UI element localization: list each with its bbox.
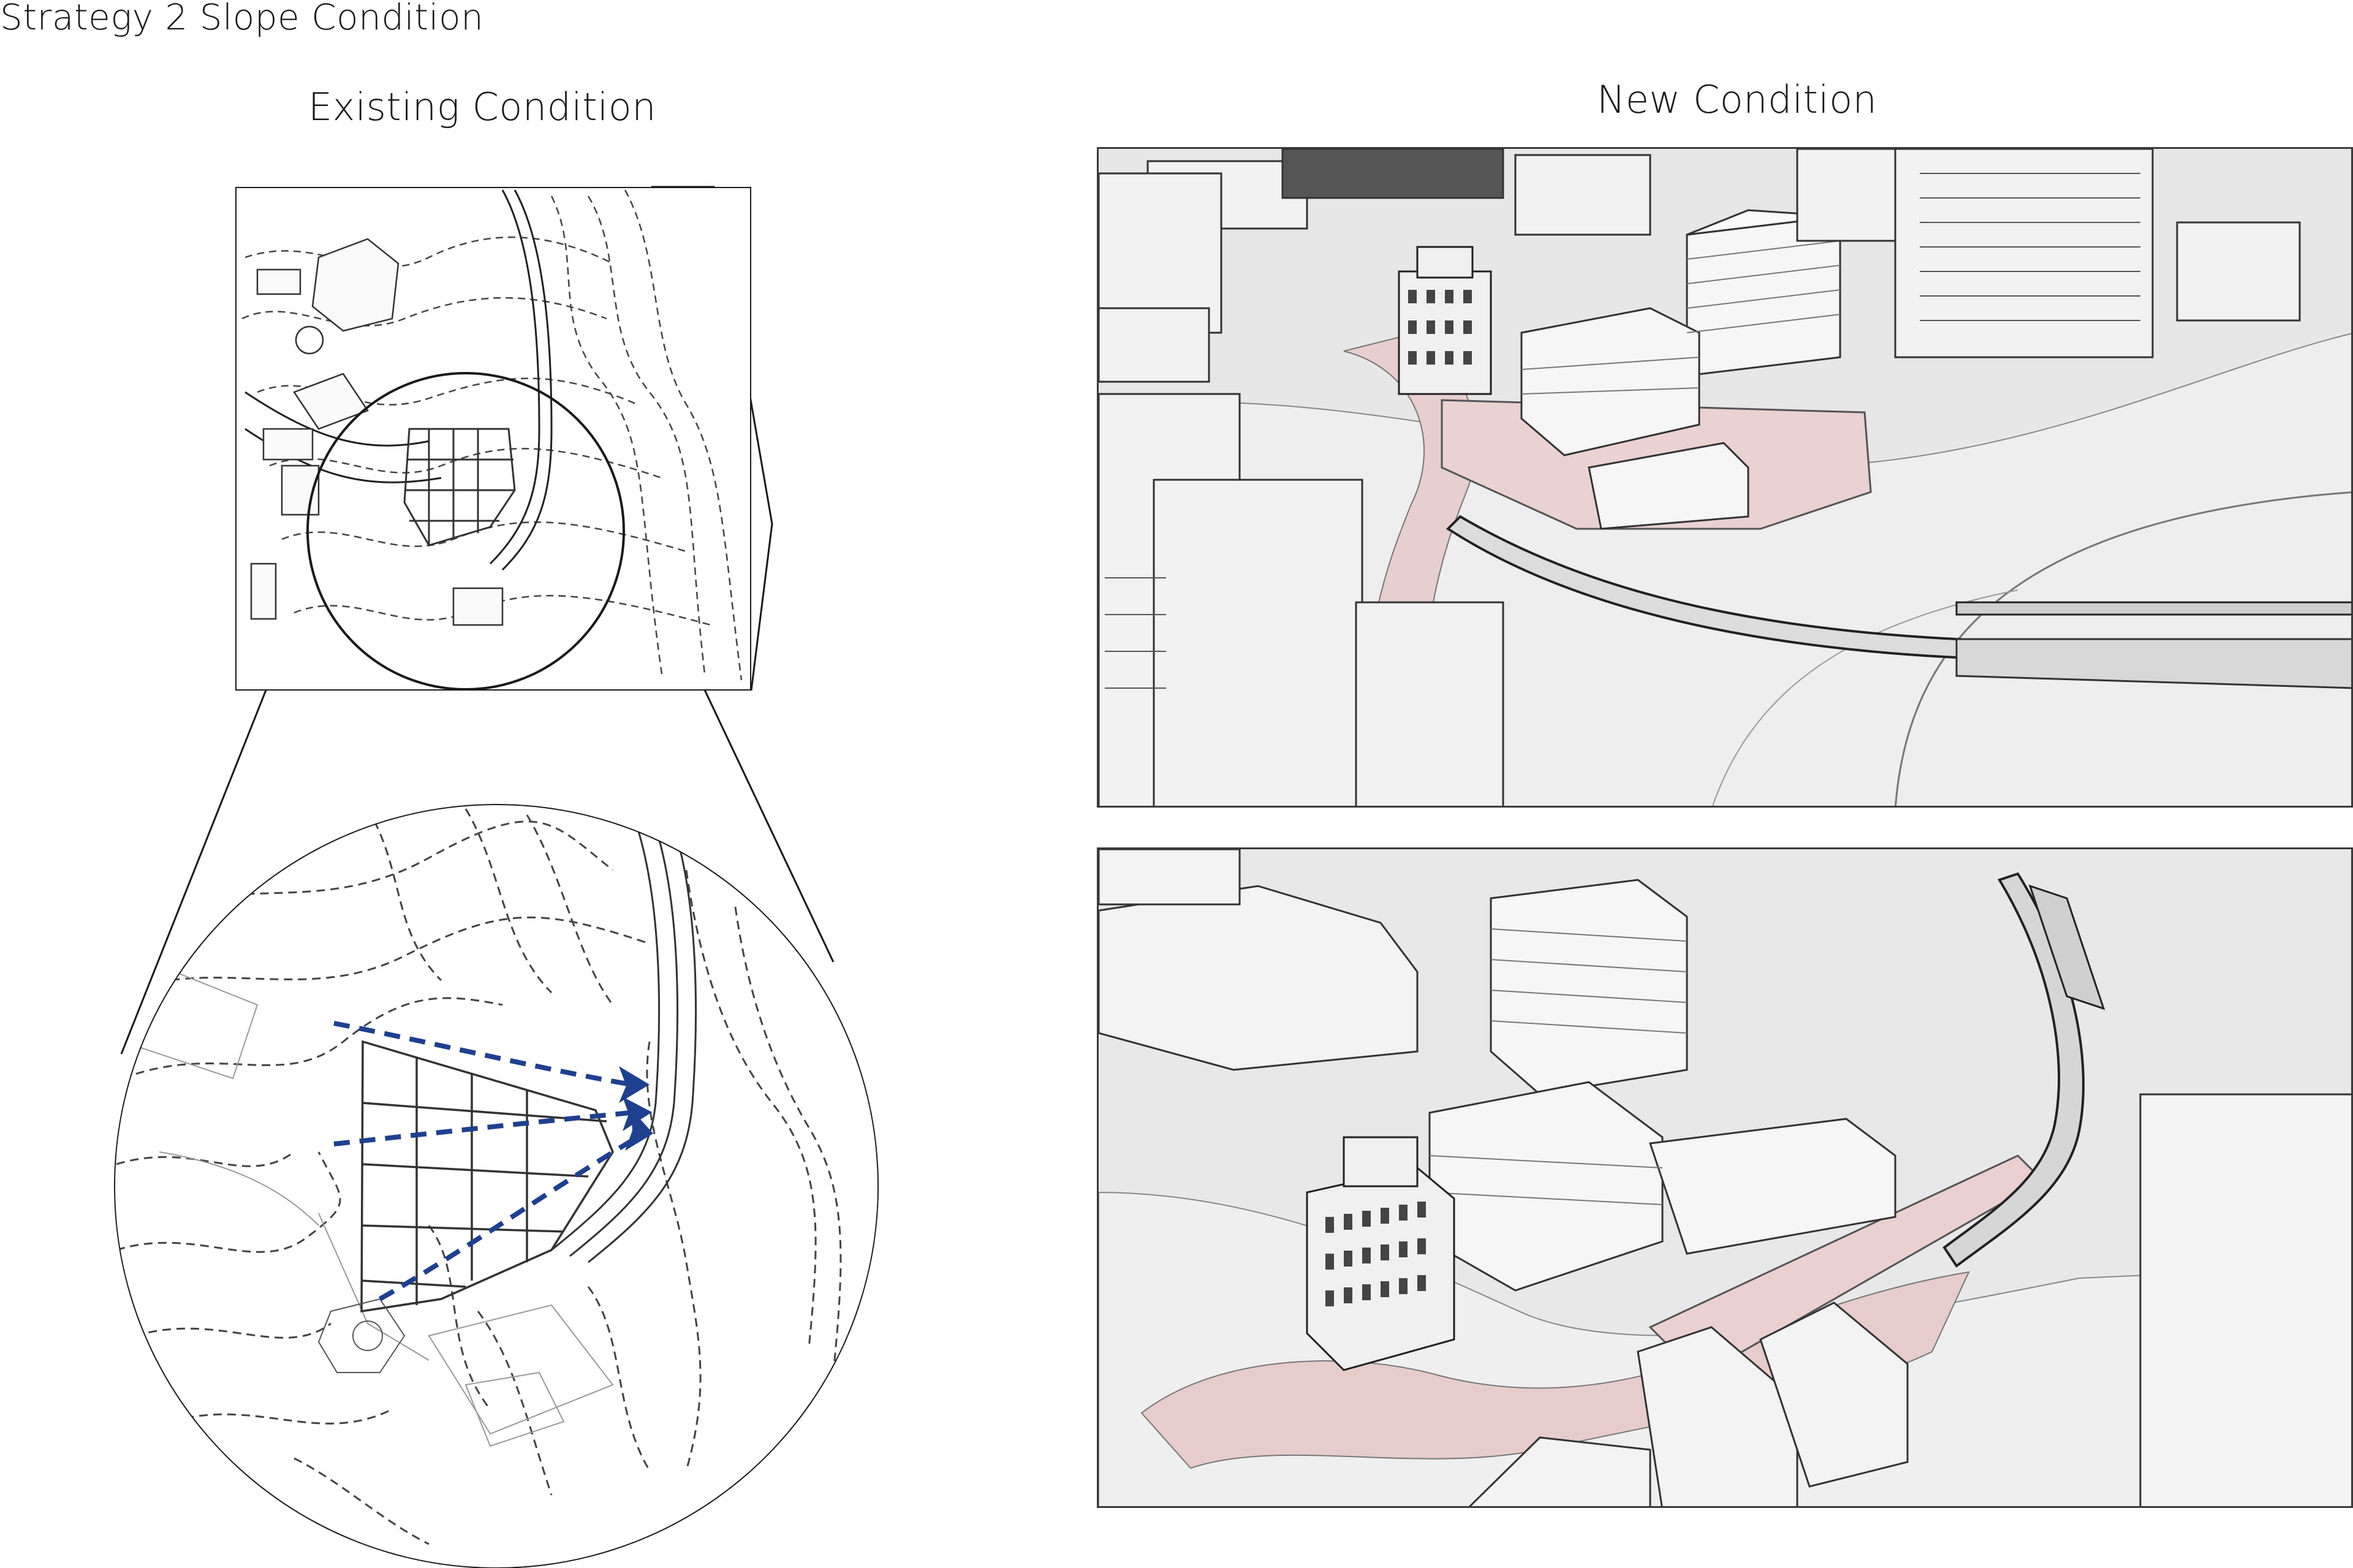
page-title: Strategy 2 Slope Condition xyxy=(0,0,484,38)
site-plan-map xyxy=(235,187,751,691)
existing-condition-title: Existing Condition xyxy=(308,85,656,129)
new-condition-render-top xyxy=(1097,147,2353,808)
flow-arrowheads xyxy=(619,1066,653,1151)
new-condition-title: New Condition xyxy=(1597,77,1877,122)
zoom-detail-circle xyxy=(114,804,879,1568)
new-condition-render-bottom xyxy=(1097,847,2353,1508)
flow-arrow-icon xyxy=(333,1021,645,1301)
site-grid xyxy=(360,1040,614,1313)
